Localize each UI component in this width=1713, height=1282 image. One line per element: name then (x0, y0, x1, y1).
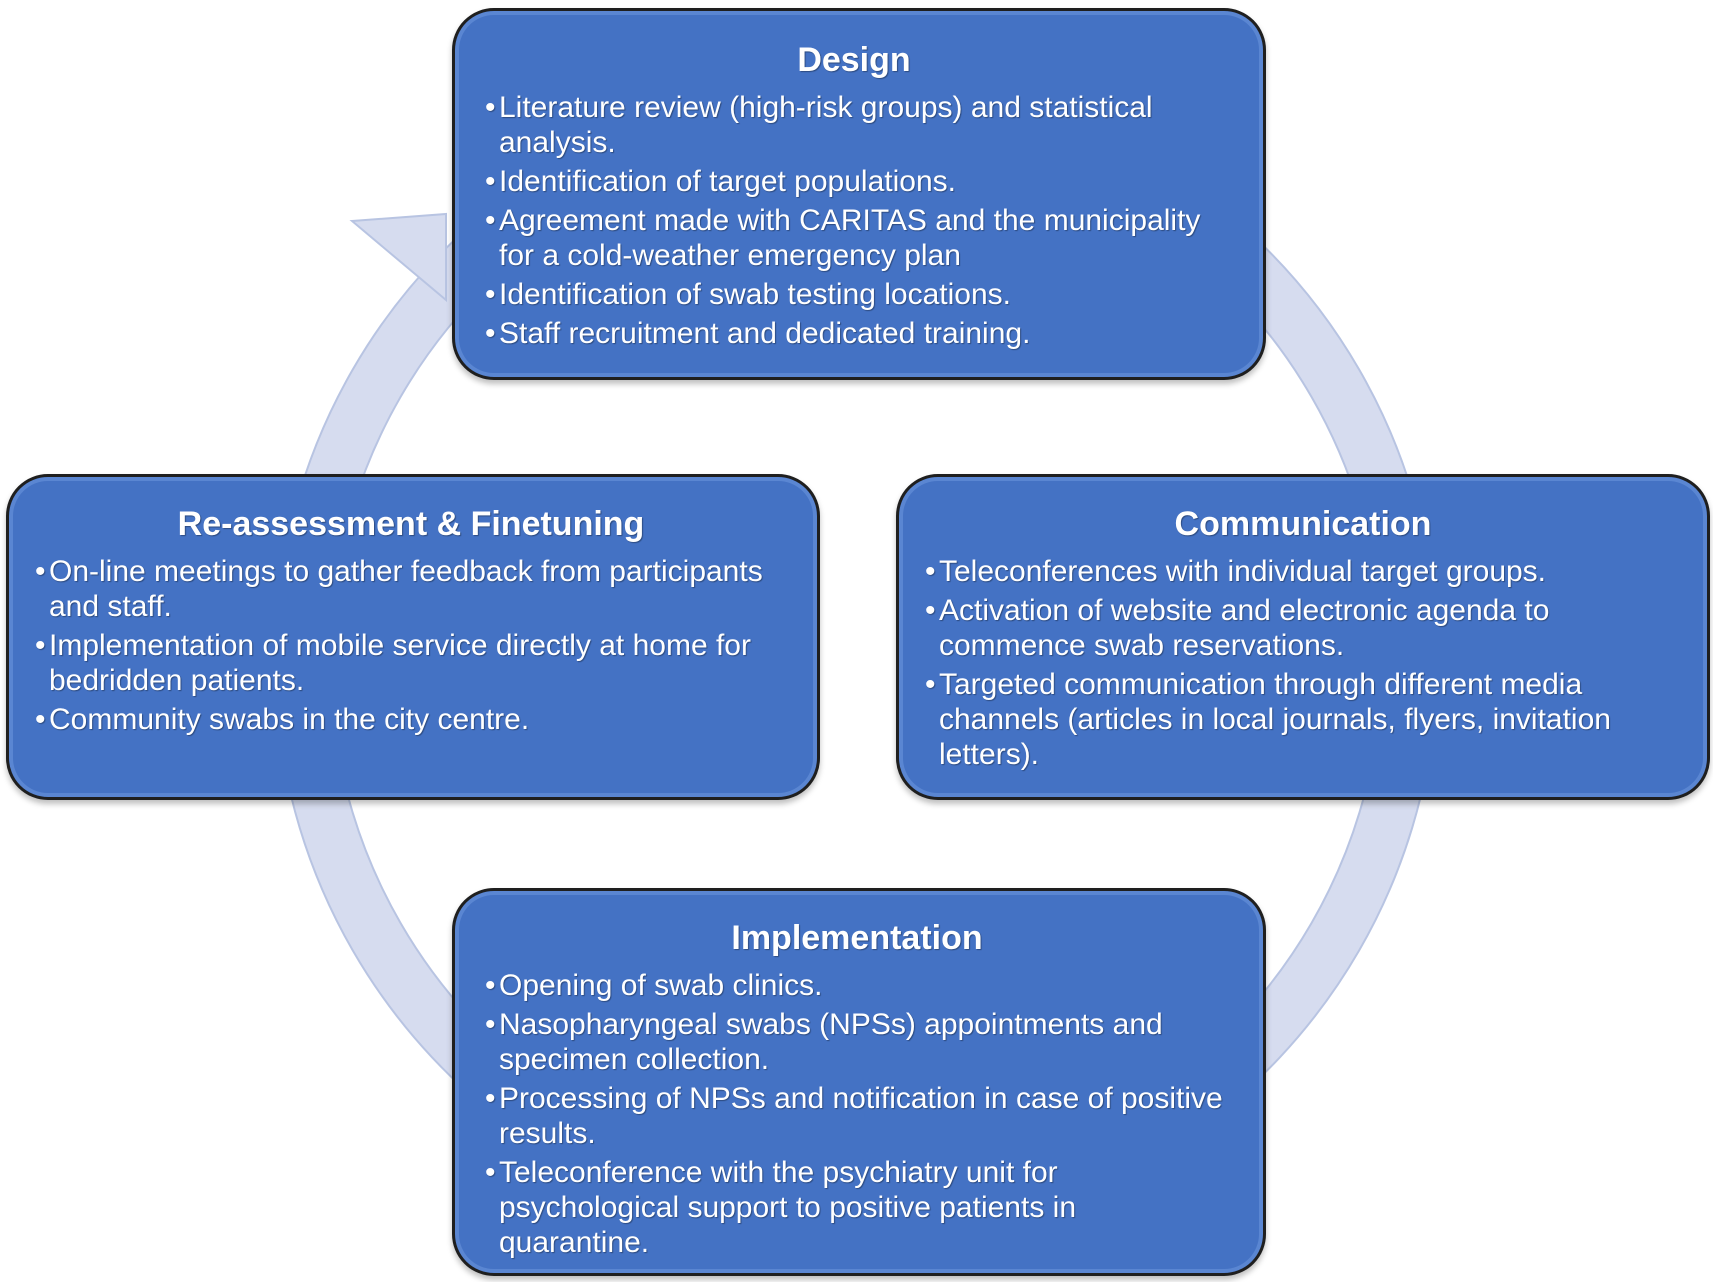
list-item: Identification of target populations. (485, 164, 1223, 199)
list-item: Nasopharyngeal swabs (NPSs) appointments… (485, 1007, 1229, 1077)
communication-list: Teleconferences with individual target g… (925, 554, 1681, 772)
reassessment-title: Re-assessment & Finetuning (177, 505, 645, 543)
cycle-arrow-head (349, 212, 447, 303)
list-item: Staff recruitment and dedicated training… (485, 316, 1223, 351)
list-item: Community swabs in the city centre. (35, 702, 787, 737)
communication-title: Communication (1174, 505, 1432, 543)
list-item: On-line meetings to gather feedback from… (35, 554, 787, 624)
list-item: Processing of NPSs and notification in c… (485, 1081, 1229, 1151)
communication-box: Communication Teleconferences with indiv… (896, 474, 1710, 800)
implementation-list: Opening of swab clinics. Nasopharyngeal … (485, 968, 1229, 1260)
implementation-title: Implementation (731, 919, 983, 957)
design-list: Literature review (high-risk groups) and… (485, 90, 1223, 351)
list-item: Implementation of mobile service directl… (35, 628, 787, 698)
list-item: Activation of website and electronic age… (925, 593, 1681, 663)
list-item: Targeted communication through different… (925, 667, 1681, 772)
design-title: Design (797, 41, 911, 79)
list-item: Teleconference with the psychiatry unit … (485, 1155, 1229, 1260)
list-item: Teleconferences with individual target g… (925, 554, 1681, 589)
reassessment-box: Re-assessment & Finetuning On-line meeti… (6, 474, 820, 800)
list-item: Literature review (high-risk groups) and… (485, 90, 1223, 160)
implementation-box: Implementation Opening of swab clinics. … (452, 888, 1266, 1276)
reassessment-list: On-line meetings to gather feedback from… (35, 554, 787, 737)
design-box: Design Literature review (high-risk grou… (452, 8, 1266, 380)
list-item: Agreement made with CARITAS and the muni… (485, 203, 1223, 273)
list-item: Opening of swab clinics. (485, 968, 1229, 1003)
list-item: Identification of swab testing locations… (485, 277, 1223, 312)
